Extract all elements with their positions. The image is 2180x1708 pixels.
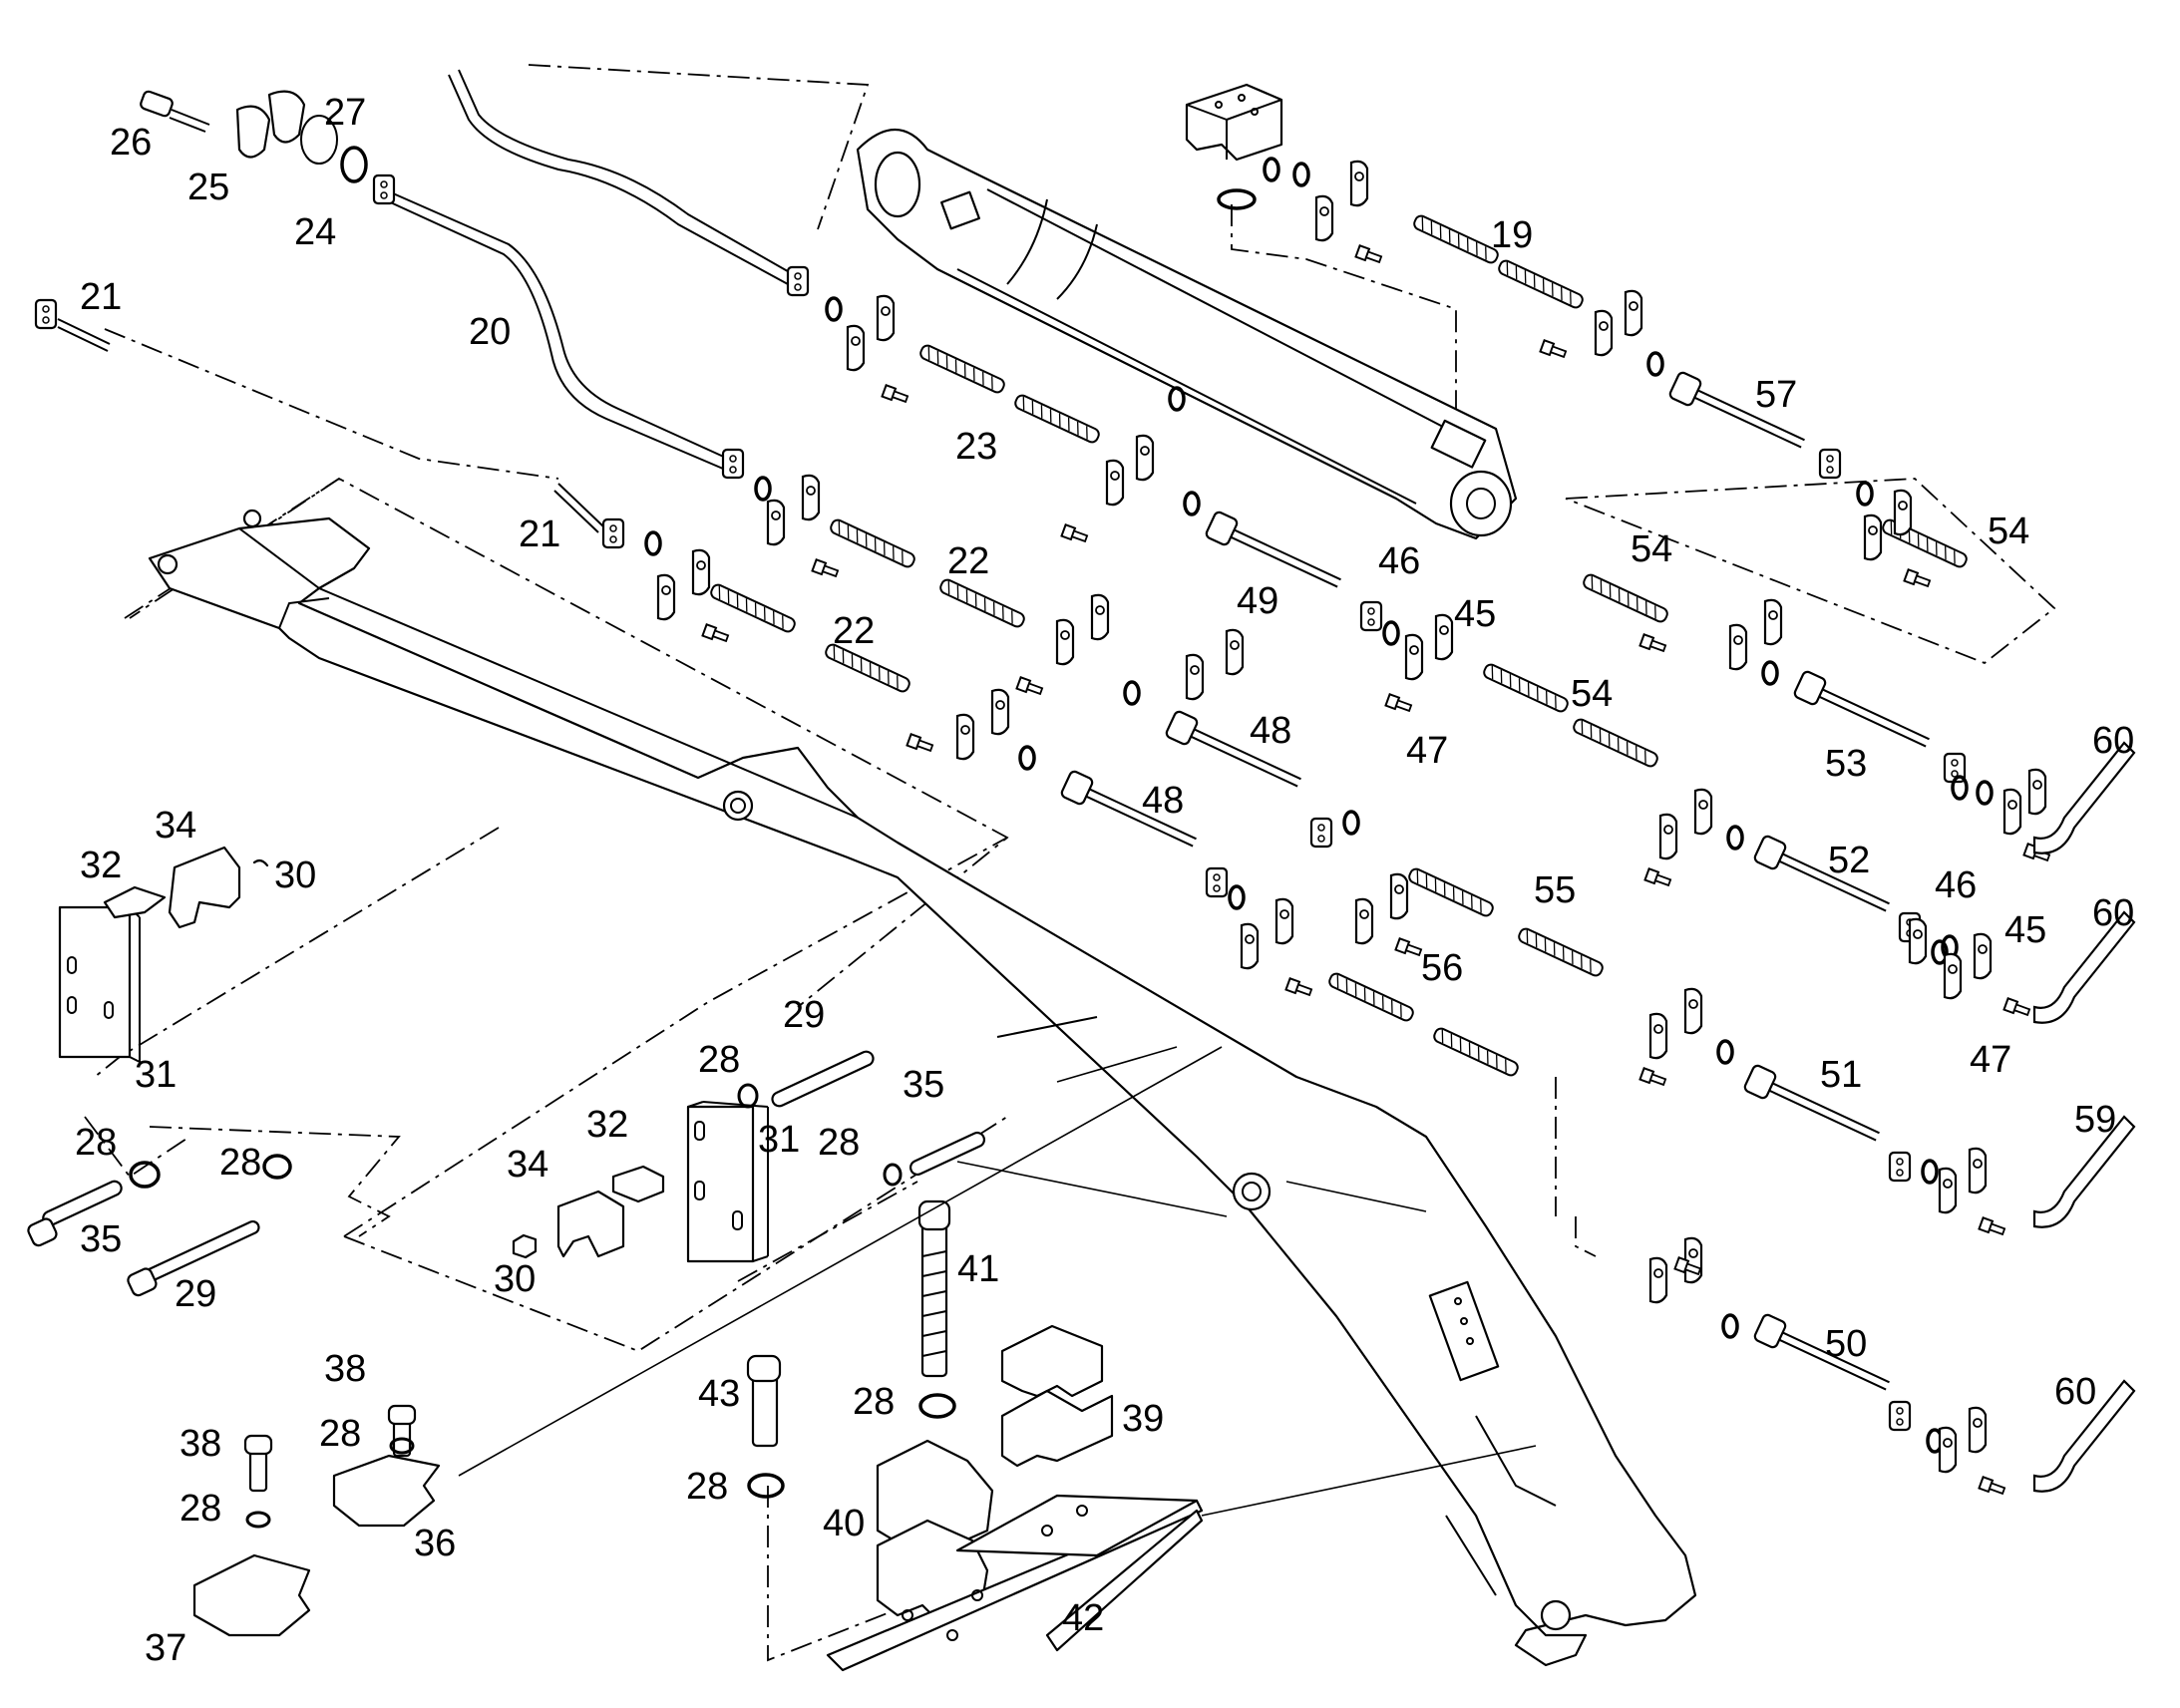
callout-c30b: 30	[494, 1258, 536, 1300]
callout-c31a: 31	[135, 1054, 177, 1096]
callout-c28g: 28	[180, 1488, 221, 1530]
callout-c22a: 22	[947, 540, 989, 582]
callout-c50: 50	[1825, 1323, 1867, 1365]
callout-c29a: 29	[783, 994, 825, 1036]
callout-c21b: 21	[519, 513, 560, 555]
callout-c28b: 28	[219, 1142, 261, 1184]
callout-c28h: 28	[319, 1413, 361, 1455]
callout-c27: 27	[324, 92, 366, 134]
callout-c21a: 21	[80, 276, 122, 318]
callout-c45a: 45	[1454, 593, 1496, 635]
callout-c46a: 46	[1378, 540, 1420, 582]
callout-c60a: 60	[2092, 720, 2134, 762]
callout-c38a: 38	[324, 1348, 366, 1390]
callout-c55: 55	[1534, 869, 1576, 911]
boom-arm	[148, 509, 1697, 1667]
callout-c51: 51	[1820, 1054, 1862, 1096]
callout-c36: 36	[414, 1523, 456, 1564]
callout-c37: 37	[145, 1627, 186, 1669]
pipes	[34, 69, 810, 549]
callout-c30a: 30	[274, 854, 316, 896]
callout-c32a: 32	[80, 845, 122, 886]
callout-c48a: 48	[1250, 710, 1291, 752]
callout-c54c: 54	[1571, 673, 1613, 715]
callout-labels: 19 20 21 21 22 22 23 24 25 26 27 28 28 28 28 28 28 28 28 29…	[75, 92, 2134, 1669]
callout-c25: 25	[187, 167, 229, 208]
callout-c38b: 38	[180, 1423, 221, 1465]
callout-c28f: 28	[686, 1466, 728, 1508]
callout-c43: 43	[698, 1373, 740, 1415]
callout-c54a: 54	[1631, 528, 1672, 570]
callout-c26: 26	[110, 122, 152, 164]
callout-c31b: 31	[758, 1119, 800, 1161]
hose-assemblies	[644, 157, 2136, 1498]
callout-c41: 41	[957, 1248, 999, 1290]
middle-bracket-group	[512, 1050, 986, 1263]
callout-c35b: 35	[903, 1064, 944, 1106]
callout-c35a: 35	[80, 1218, 122, 1260]
callout-c60c: 60	[2054, 1371, 2096, 1413]
callout-c28e: 28	[853, 1381, 895, 1423]
hydraulic-cylinder	[856, 128, 1518, 540]
callout-c52: 52	[1828, 840, 1870, 881]
callout-c34a: 34	[155, 805, 196, 847]
callout-c59: 59	[2074, 1099, 2116, 1141]
bottom-clamp-parts	[192, 1199, 1204, 1672]
callout-c45b: 45	[2004, 909, 2046, 951]
callout-c19: 19	[1491, 214, 1533, 256]
callout-c34b: 34	[507, 1144, 548, 1186]
callout-c57: 57	[1755, 374, 1797, 416]
callout-c28a: 28	[75, 1122, 117, 1164]
flange-fitting-parts	[140, 90, 368, 183]
callout-c48b: 48	[1142, 780, 1184, 822]
manifold-block	[1185, 83, 1283, 210]
callout-c47a: 47	[1406, 730, 1448, 772]
callout-c39: 39	[1122, 1398, 1164, 1440]
callout-c54b: 54	[1988, 511, 2029, 552]
callout-c42: 42	[1062, 1597, 1104, 1639]
callout-c53: 53	[1825, 743, 1867, 785]
callout-c20: 20	[469, 311, 511, 353]
callout-c28d: 28	[818, 1122, 860, 1164]
callout-c56: 56	[1421, 947, 1463, 989]
callout-c46b: 46	[1935, 864, 1977, 906]
left-bracket-group	[27, 846, 292, 1297]
callout-c28c: 28	[698, 1039, 740, 1081]
callout-c22b: 22	[833, 610, 875, 652]
callout-c40: 40	[823, 1503, 865, 1544]
callout-c60b: 60	[2092, 892, 2134, 934]
callout-c47b: 47	[1970, 1039, 2011, 1081]
leader-lines	[458, 1046, 1537, 1517]
callout-c49: 49	[1237, 580, 1278, 622]
callout-c23: 23	[955, 426, 997, 468]
callout-c29b: 29	[175, 1273, 216, 1315]
callout-c24: 24	[294, 211, 336, 253]
callout-c32b: 32	[586, 1104, 628, 1146]
